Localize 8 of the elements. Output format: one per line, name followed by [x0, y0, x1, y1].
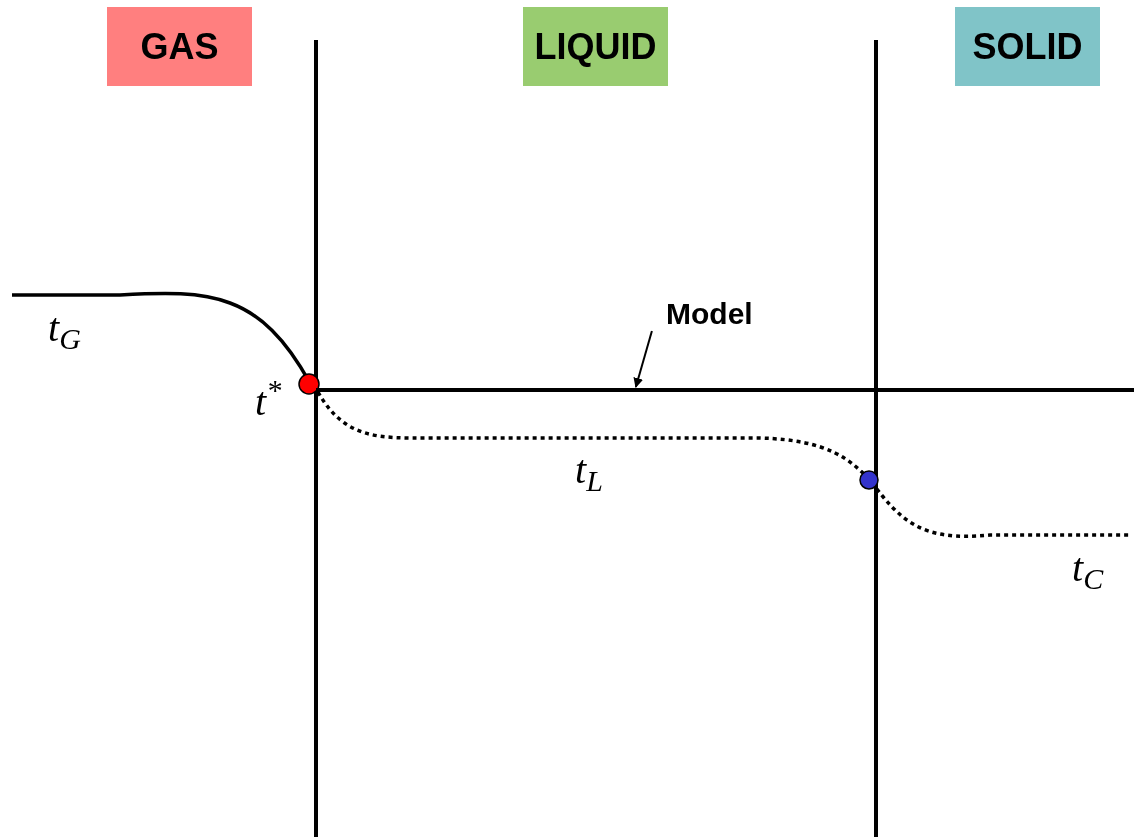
temperature-label: t$_{G}$ [48, 308, 81, 348]
phase-label: LIQUID [523, 7, 668, 86]
phase-label: SOLID [955, 7, 1100, 86]
model-label: Model [648, 293, 778, 333]
temperature-label: t$^{*}$ [255, 382, 282, 422]
temperature-label: t$_{C}$ [1072, 548, 1104, 588]
phase-label: GAS [107, 7, 252, 86]
temperature-label: t$_{L}$ [575, 450, 603, 490]
